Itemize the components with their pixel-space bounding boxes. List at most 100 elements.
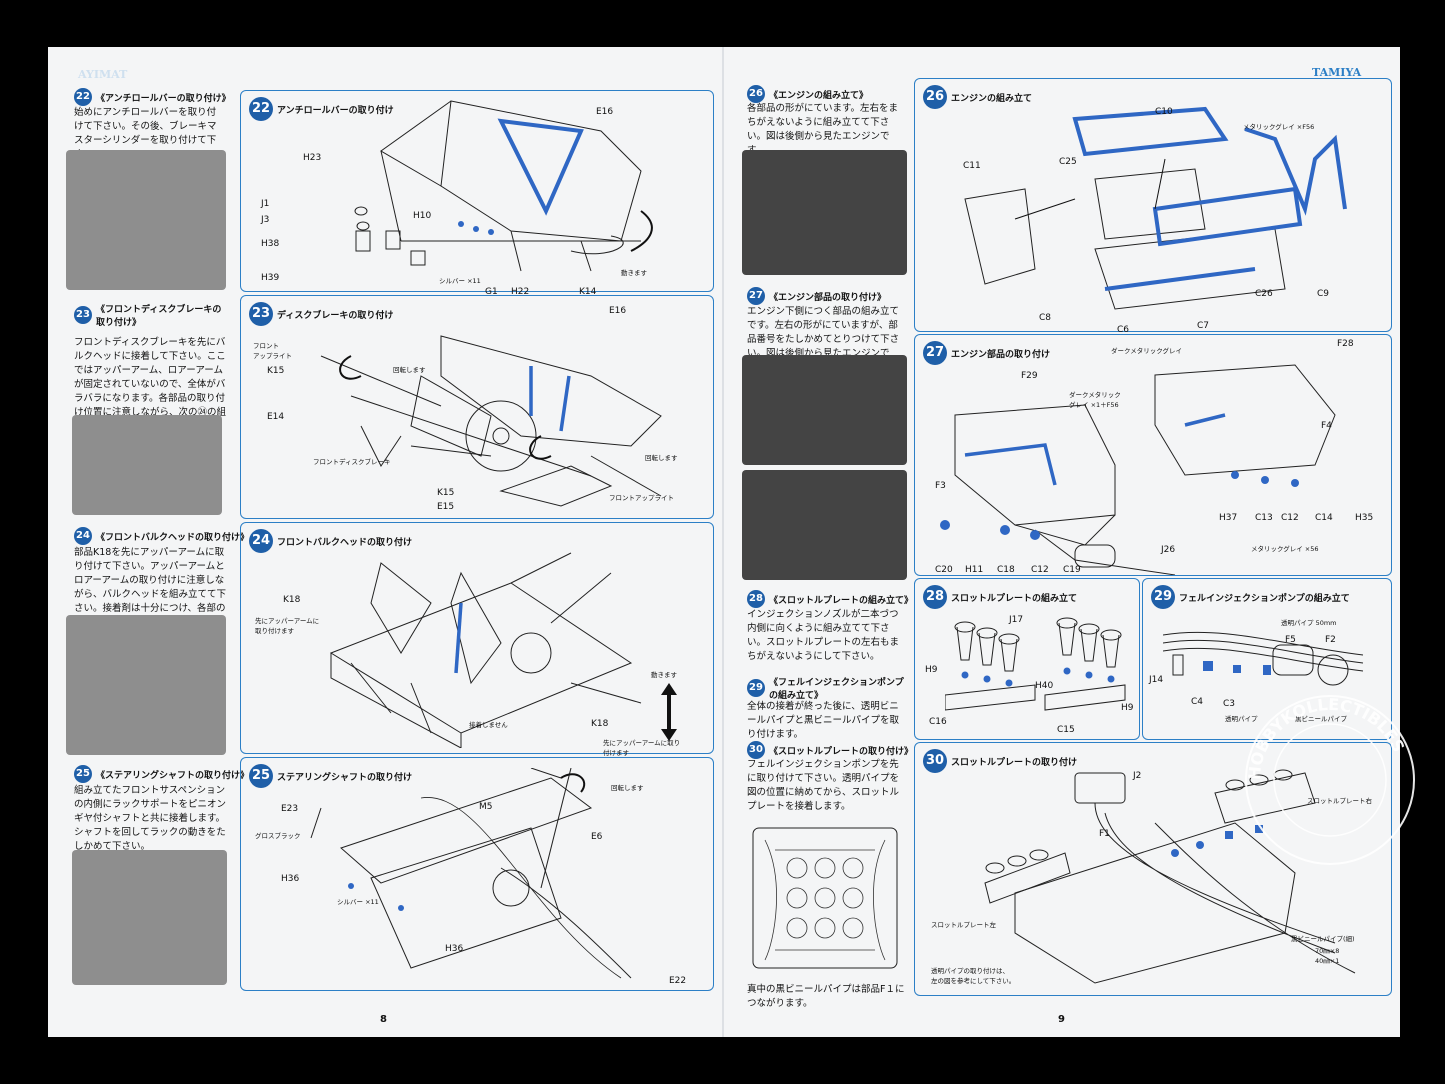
step-badge: 29 xyxy=(1151,585,1175,609)
step-badge: 29 xyxy=(747,679,765,697)
step-title: スロットルプレートの取り付け xyxy=(951,757,1078,768)
step-badge: 26 xyxy=(923,85,947,109)
step-text: インジェクションノズルが二本づつ内側に向くように組み立てて下さい。スロットルプレ… xyxy=(747,609,900,662)
photo-step-23 xyxy=(72,415,222,515)
part-label: J2 xyxy=(1133,771,1142,781)
step-title: 《ステアリングシャフトの取り付け》 xyxy=(96,770,250,781)
paint-note: シルバー ×11 xyxy=(337,898,379,906)
photo-step-27a xyxy=(742,355,907,465)
assembly-note: 先にアッパーアームに取り付けます xyxy=(255,617,320,635)
step-24-heading: 24 フロントバルクヘッドの取り付け xyxy=(249,529,412,553)
motion-note: 回転します xyxy=(393,366,426,374)
part-label: C25 xyxy=(1059,157,1077,167)
mid-step-26-heading: 26 《エンジンの組み立て》 xyxy=(747,85,868,103)
part-label: F1 xyxy=(1099,829,1110,839)
part-label: E23 xyxy=(281,804,299,814)
step-26-panel: 26 エンジンの組み立て C10 メタリックグレイ ×F56 C11 C25 C… xyxy=(914,78,1392,335)
assembly-note: 接着しません xyxy=(469,721,508,729)
part-label: K15 xyxy=(437,488,455,498)
part-label: H36 xyxy=(281,874,300,884)
part-label: K18 xyxy=(283,595,301,605)
part-label: J14 xyxy=(1149,675,1164,685)
part-label: E16 xyxy=(596,107,614,117)
part-label: F28 xyxy=(1337,339,1354,349)
photo-step-22 xyxy=(66,150,226,290)
part-label: C19 xyxy=(1063,565,1081,575)
step-text: 組み立てたフロントサスペンションの内側にラックサポートをピニオンギヤ付シャフトと… xyxy=(74,785,227,852)
photo-step-25 xyxy=(72,850,227,985)
part-label: F3 xyxy=(935,481,946,491)
step-title: 《スロットルプレートの取り付け》 xyxy=(769,746,914,757)
part-label: フロントディスクブレーキ xyxy=(313,458,391,466)
part-label: E14 xyxy=(267,412,285,422)
step-text: フェルインジェクションポンプを先に取り付けて下さい。透明パイプを図の位置に納めて… xyxy=(747,759,900,812)
part-label: C9 xyxy=(1317,289,1330,299)
part-label: H23 xyxy=(303,153,322,163)
part-label: H9 xyxy=(1121,703,1134,713)
step-title: ディスクブレーキの取り付け xyxy=(277,310,394,321)
step-badge: 28 xyxy=(747,590,765,608)
step-title: 《エンジンの組み立て》 xyxy=(769,90,869,101)
part-label: J26 xyxy=(1161,545,1176,555)
part-label: M5 xyxy=(479,802,493,812)
step-title: エンジン部品の取り付け xyxy=(951,349,1051,360)
up-down-arrow-icon xyxy=(661,683,677,741)
step-24-panel: 24 フロントバルクヘッドの取り付け K18 先にアッパーアームに取り付けます … xyxy=(240,522,714,757)
step-26-heading: 26 エンジンの組み立て xyxy=(923,85,1032,109)
left-step-24-heading: 24 《フロントバルクヘッドの取り付け》 xyxy=(74,527,249,545)
part-label: フロント アップライト xyxy=(253,342,292,360)
paint-note: シルバー ×11 xyxy=(439,277,481,285)
part-label: H37 xyxy=(1219,513,1238,523)
step-badge: 30 xyxy=(747,741,765,759)
step-title: スロットルプレートの組み立て xyxy=(951,593,1078,604)
part-label: C14 xyxy=(1315,513,1333,523)
photo-step-26 xyxy=(742,150,907,275)
paint-note: ダークメタリックグレイ xyxy=(1111,347,1182,355)
anti-roll-bar-diagram xyxy=(354,100,653,272)
step-title: フェルインジェクションポンプの組み立て xyxy=(1179,593,1350,604)
part-label: 40㎜×1 xyxy=(1315,957,1340,965)
step-badge: 28 xyxy=(923,585,947,609)
step-title: エンジンの組み立て xyxy=(951,93,1033,104)
paint-note: ダークメタリック グレイ ×1＋F56 xyxy=(1069,391,1121,409)
page-number-left: 8 xyxy=(380,1014,387,1025)
left-step-22-heading: 22 《アンチロールバーの取り付け》 xyxy=(74,88,231,106)
part-label: C10 xyxy=(1155,107,1173,117)
step-title: 《スロットルプレートの組み立て》 xyxy=(769,595,914,606)
part-label: 黒ビニールパイプ xyxy=(1295,715,1347,723)
step-22-panel: 22 アンチロールバーの取り付け E16 H23 J1 J3 H10 H38 H… xyxy=(240,90,714,297)
engine-top-view-illustration xyxy=(752,827,898,969)
watermark-seal: HOBBYKOLLECTIBLES xyxy=(1245,695,1415,865)
motion-note: 動きます xyxy=(621,269,647,277)
part-label: C15 xyxy=(1057,725,1075,735)
step-25-panel: 25 ステアリングシャフトの取り付け 回転します M5 E23 グロスブラック … xyxy=(240,757,714,991)
photo-step-27b xyxy=(742,470,907,580)
instruction-sheet xyxy=(48,47,1400,1037)
part-label: E16 xyxy=(609,306,627,316)
part-label: G1 xyxy=(485,287,498,297)
step-badge: 25 xyxy=(74,765,92,783)
step-29-panel: 29 フェルインジェクションポンプの組み立て 透明パイプ 50mm F5 F2 … xyxy=(1142,578,1392,740)
step-title: フロントバルクヘッドの取り付け xyxy=(277,537,413,548)
part-label: K18 xyxy=(591,719,609,729)
paint-note: メタリックグレイ ×F56 xyxy=(1243,123,1315,131)
assembly-note: 透明パイプの取り付けは、 左の図を参考にして下さい。 xyxy=(931,967,1016,985)
part-label: H11 xyxy=(965,565,984,575)
assembly-note: 先にアッパーアームに取り付けます xyxy=(603,739,681,757)
engine-parts-diagram xyxy=(940,364,1336,575)
mid-step-29-heading: 29 《フェルインジェクションポンプの組み立て》 xyxy=(747,675,909,701)
step-badge: 27 xyxy=(923,341,947,365)
injection-pump-diagram xyxy=(1163,631,1364,686)
part-label: H40 xyxy=(1035,681,1054,691)
part-label: F4 xyxy=(1321,421,1332,431)
step-text: 全体の接着が終った後に、透明ビニールパイプと黒ビニールパイプを取り付けます。 xyxy=(747,701,900,740)
step-badge: 22 xyxy=(74,88,92,106)
part-label: F2 xyxy=(1325,635,1336,645)
disc-brake-diagram xyxy=(320,335,662,507)
step-title: 《アンチロールバーの取り付け》 xyxy=(96,93,231,104)
step-28-heading: 28 スロットルプレートの組み立て xyxy=(923,585,1077,609)
part-label: C4 xyxy=(1191,697,1204,707)
part-label: 黒ビニールパイプ(細) xyxy=(1291,935,1355,943)
part-label: H39 xyxy=(261,273,280,283)
part-label: K14 xyxy=(579,287,597,297)
